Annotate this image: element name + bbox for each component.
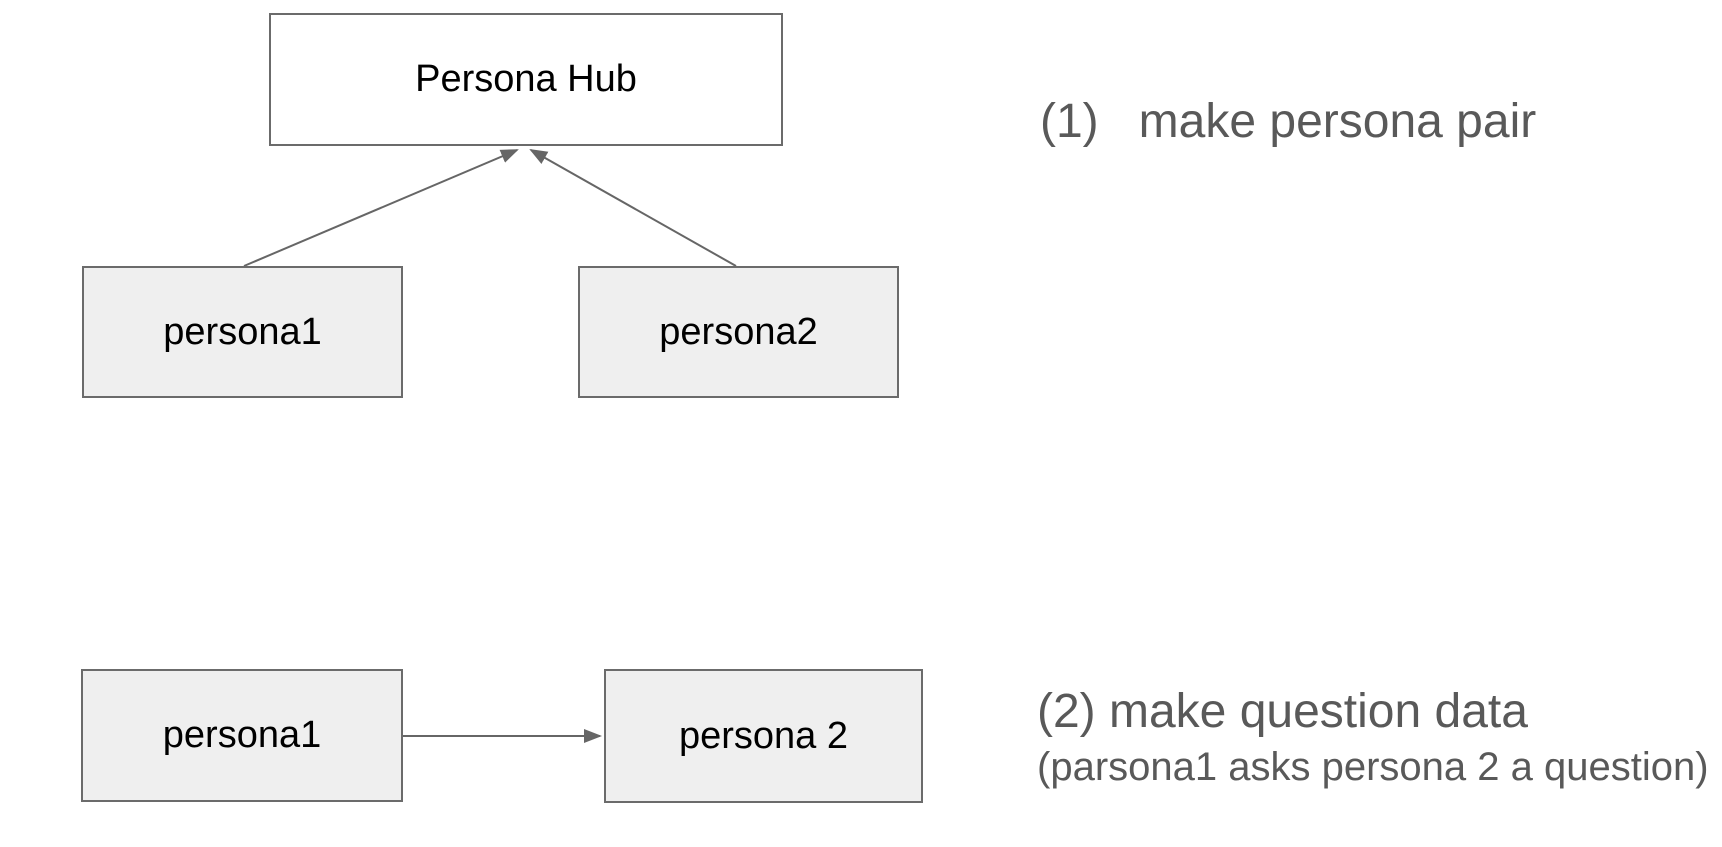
step1-number: (1) bbox=[1040, 95, 1099, 148]
step2-sublabel: (parsona1 asks persona 2 a question) bbox=[1037, 744, 1709, 789]
question-persona1-label: persona1 bbox=[162, 714, 322, 756]
step2-annotation: (2) make question data (parsona1 asks pe… bbox=[1037, 683, 1709, 791]
pair-persona2-box: persona2 bbox=[578, 266, 899, 398]
question-persona1-box: persona1 bbox=[81, 669, 403, 802]
step2-label: (2) make question data bbox=[1037, 685, 1528, 738]
question-persona2-box: persona 2 bbox=[604, 669, 923, 803]
persona-hub-label: Persona Hub bbox=[415, 58, 637, 100]
step1-annotation: (1) make persona pair bbox=[1040, 95, 1537, 149]
pair-persona2-label: persona2 bbox=[659, 310, 818, 353]
step1-label: make persona pair bbox=[1138, 95, 1537, 148]
arrow-persona2-to-hub bbox=[529, 149, 737, 267]
arrow-persona1-to-hub bbox=[243, 149, 519, 267]
persona-hub-box: Persona Hub bbox=[269, 13, 783, 146]
pair-persona1-label: persona1 bbox=[163, 310, 322, 353]
question-persona2-label: persona 2 bbox=[678, 714, 848, 757]
pair-persona1-box: persona1 bbox=[82, 266, 403, 398]
